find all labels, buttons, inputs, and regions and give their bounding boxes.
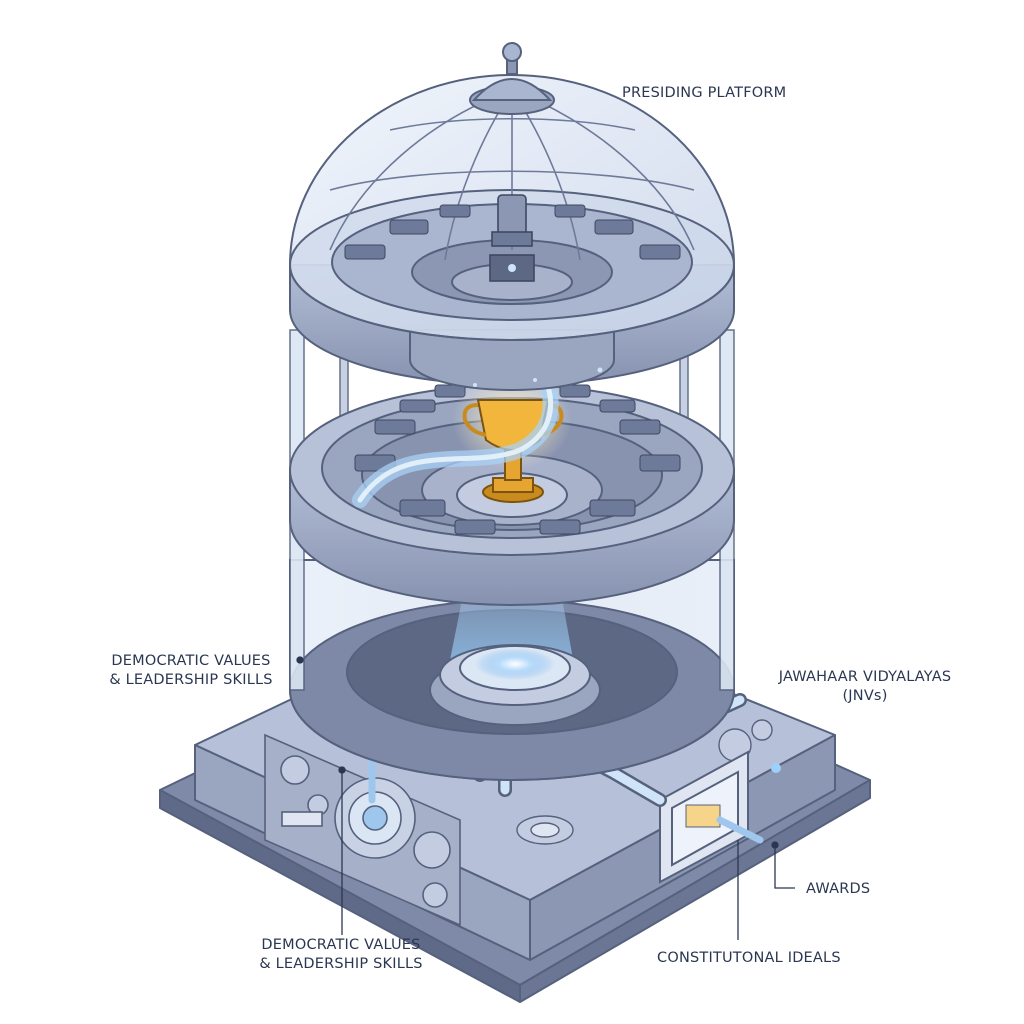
small-gear-icon bbox=[280, 755, 310, 785]
gallery-seats bbox=[344, 204, 681, 260]
label-jawahar-line1: JAWAHAAR VIDYALAYAS bbox=[778, 669, 952, 685]
label-democratic-values-bottom-line2: & LEADERSHIP SKILLS bbox=[259, 956, 423, 972]
dome-finial bbox=[469, 42, 555, 115]
label-jawahar-line2: (JNVs) bbox=[842, 688, 888, 704]
label-democratic-values-left-line1: DEMOCRATIC VALUES bbox=[111, 653, 271, 669]
sparkles bbox=[473, 367, 781, 773]
label-democratic-values-bottom-line1: DEMOCRATIC VALUES bbox=[261, 937, 421, 953]
label-democratic-values-left-line2: & LEADERSHIP SKILLS bbox=[109, 672, 273, 688]
leader-dot-left bbox=[296, 656, 304, 664]
label-jawahar-vidyalayas: JAWAHAAR VIDYALAYAS (JNVs) bbox=[765, 668, 965, 706]
right-gear-cluster bbox=[718, 719, 773, 762]
leader-line-awards bbox=[774, 845, 795, 889]
label-presiding-platform: PRESIDING PLATFORM bbox=[622, 85, 787, 101]
presiding-chair-icon bbox=[489, 194, 535, 282]
label-constitutional-ideals: CONSTITUTONAL IDEALS bbox=[657, 950, 841, 966]
label-democratic-values-left: DEMOCRATIC VALUES & LEADERSHIP SKILLS bbox=[96, 652, 286, 690]
glowing-core-pedestal bbox=[429, 644, 601, 726]
leader-lines bbox=[296, 656, 795, 940]
label-democratic-values-bottom: DEMOCRATIC VALUES & LEADERSHIP SKILLS bbox=[246, 936, 436, 974]
seating-rows bbox=[354, 384, 681, 535]
gear-machinery-panel bbox=[264, 733, 461, 927]
core-light bbox=[508, 264, 516, 272]
label-awards: AWARDS bbox=[806, 881, 871, 897]
center-gear-emblem bbox=[516, 815, 574, 845]
